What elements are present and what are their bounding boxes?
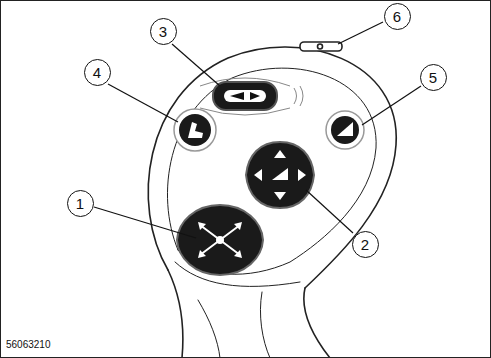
leader-lines	[94, 22, 421, 238]
callout-circle: 5	[420, 64, 447, 91]
callout-circle: 6	[384, 3, 411, 30]
callout-number: 2	[361, 237, 369, 252]
switch-knob	[318, 44, 323, 49]
handle-outline	[148, 47, 396, 288]
button-5	[326, 111, 364, 149]
figure-number: 56063210	[6, 339, 51, 350]
callout-circle: 4	[84, 59, 111, 86]
button-4	[174, 109, 216, 151]
button-3	[200, 78, 303, 115]
button-1	[177, 205, 263, 275]
face-outline	[167, 68, 376, 274]
callout-number: 5	[429, 70, 437, 85]
switch	[300, 42, 342, 51]
callout-number: 1	[76, 196, 84, 211]
callout-circle: 1	[67, 190, 94, 217]
handle-stem	[168, 270, 183, 358]
button-2	[246, 142, 314, 208]
callout-number: 4	[93, 65, 101, 80]
callout-circle: 2	[352, 231, 379, 258]
grip-line	[260, 292, 270, 358]
grip-line	[198, 300, 220, 358]
callout-number: 3	[159, 24, 167, 39]
handle-stem	[304, 288, 330, 358]
callout-number: 6	[393, 9, 401, 24]
callout-circle: 3	[150, 18, 177, 45]
